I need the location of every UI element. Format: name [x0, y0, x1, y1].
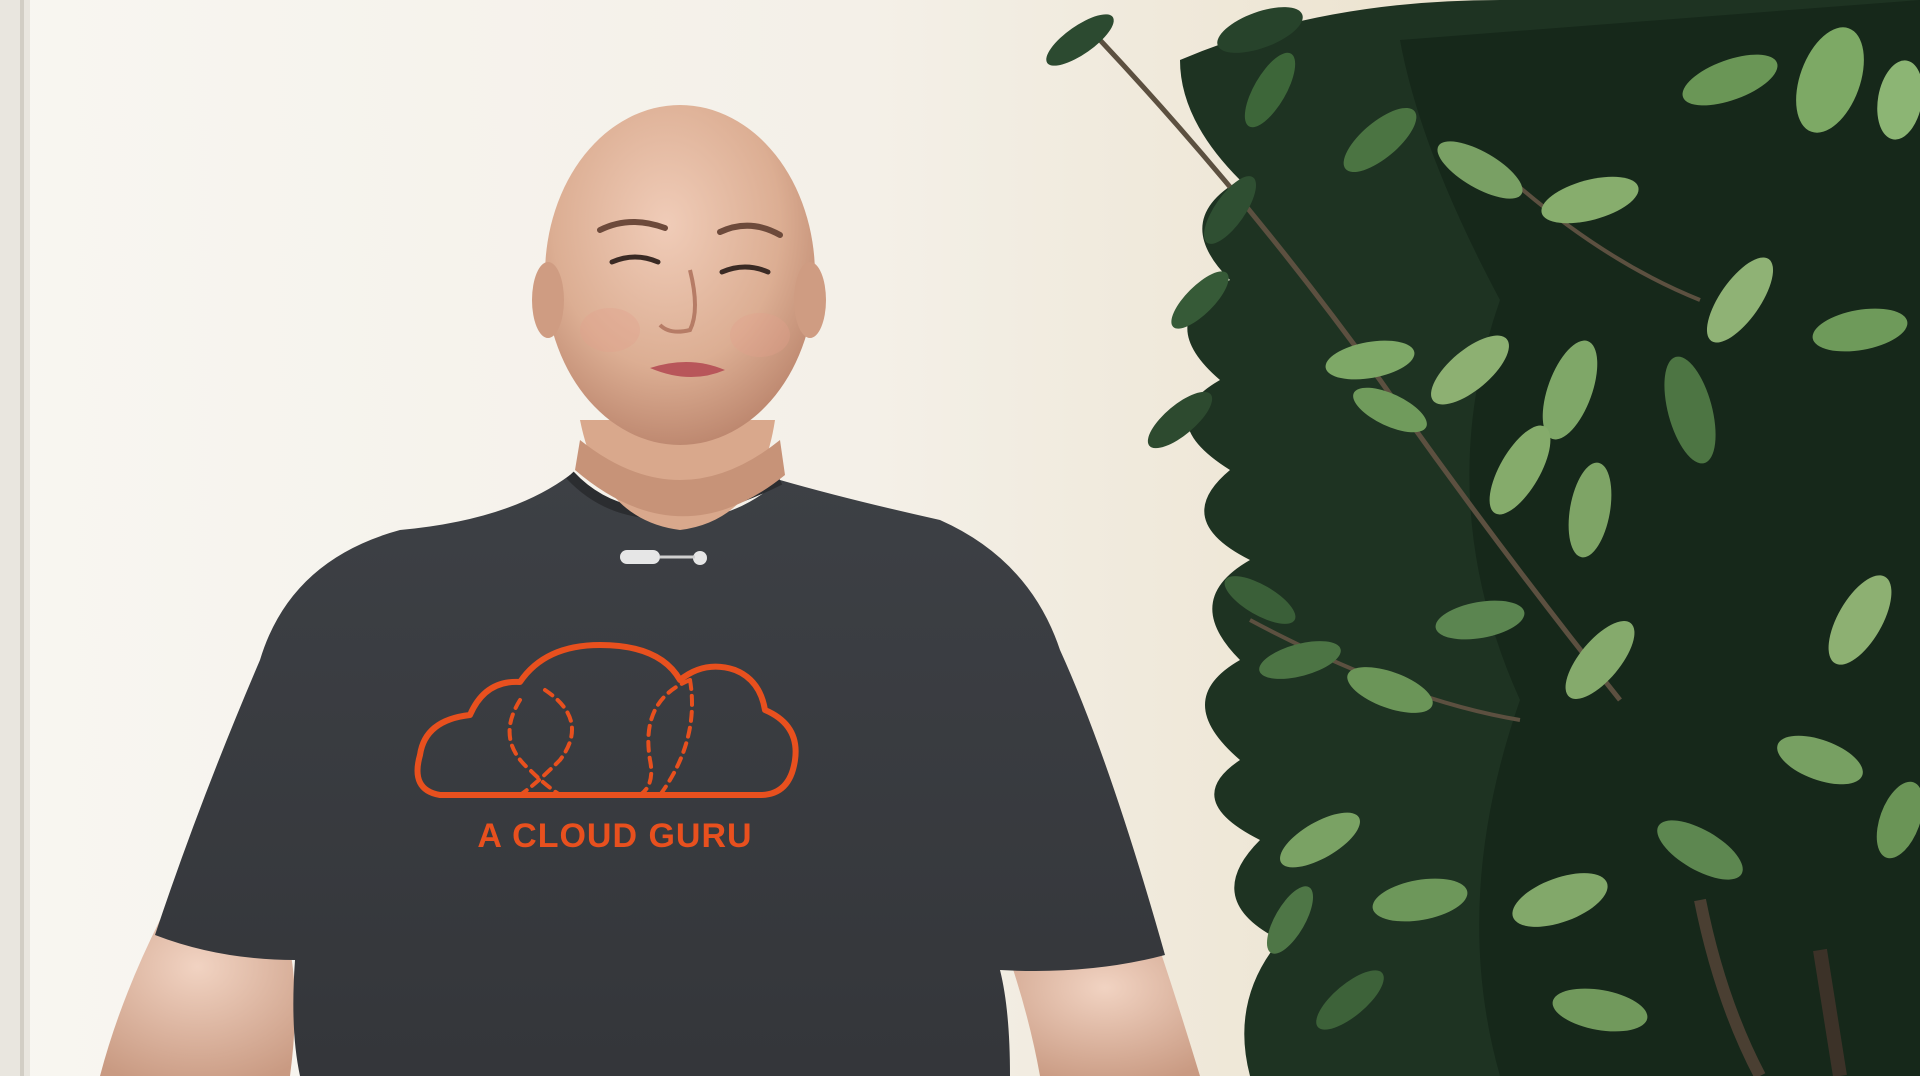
ficus-plant — [1046, 0, 1920, 1079]
shirt-logo-text: A CLOUD GURU — [477, 817, 752, 855]
left-arm — [100, 920, 295, 1076]
door-frame-edge — [0, 0, 30, 1080]
head — [545, 105, 815, 445]
bottom-edge — [0, 1076, 1920, 1080]
lavalier-mic — [620, 550, 660, 564]
person: A CLOUD GURU — [100, 105, 1200, 1076]
cloud-logo-icon — [414, 642, 799, 798]
right-arm — [1010, 950, 1200, 1076]
t-shirt — [155, 475, 1165, 1076]
